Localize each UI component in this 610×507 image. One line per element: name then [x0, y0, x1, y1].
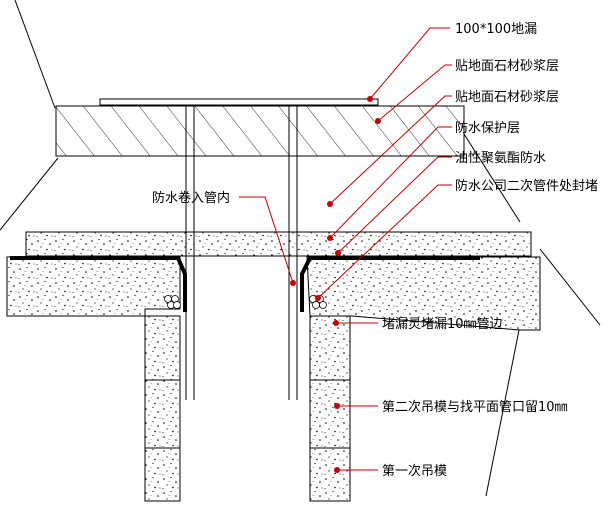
leader-lines [239, 27, 452, 471]
leader-stone-mortar-2 [329, 95, 452, 205]
leader-protective [329, 126, 452, 239]
plug-material-right [309, 295, 327, 309]
label-first-hang: 第一次吊模 [382, 463, 447, 479]
label-membrane-into-pipe: 防水卷入管内 [152, 190, 230, 206]
label-stone-mortar-1: 贴地面石材砂浆层 [455, 59, 559, 74]
wall-right [309, 315, 351, 502]
leader-stone-mortar-1 [377, 64, 452, 122]
label-plug-10mm: 堵漏灵堵漏10㎜管边 [382, 316, 503, 332]
label-protective-layer: 防水保护层 [455, 120, 520, 136]
slab-left [6, 256, 181, 317]
plug-material-left [164, 295, 181, 309]
formwork-joints [145, 379, 350, 449]
waterproof-membrane [10, 256, 480, 312]
label-pu-waterproof: 油性聚氨酯防水 [455, 150, 546, 166]
label-second-hang: 第二次吊模与找平面管口留10㎜ [382, 399, 568, 415]
label-floor-drain: 100*100地漏 [455, 21, 537, 37]
label-stone-mortar-2: 贴地面石材砂浆层 [455, 90, 559, 105]
stone-mortar-layer [55, 105, 465, 157]
leader-membrane [239, 196, 294, 284]
wall-left [144, 315, 181, 502]
protective-screed-layer [25, 231, 532, 257]
leader-markers [290, 96, 381, 473]
drain-pipe [185, 105, 298, 400]
floor-drain-plate [99, 98, 379, 106]
label-pipe-seal: 防水公司二次管件处封堵 [455, 178, 598, 194]
leader-pipe-seal [317, 184, 452, 299]
leader-pu [337, 156, 452, 254]
leader-floor-drain [369, 27, 450, 100]
outline-left [0, 0, 59, 231]
